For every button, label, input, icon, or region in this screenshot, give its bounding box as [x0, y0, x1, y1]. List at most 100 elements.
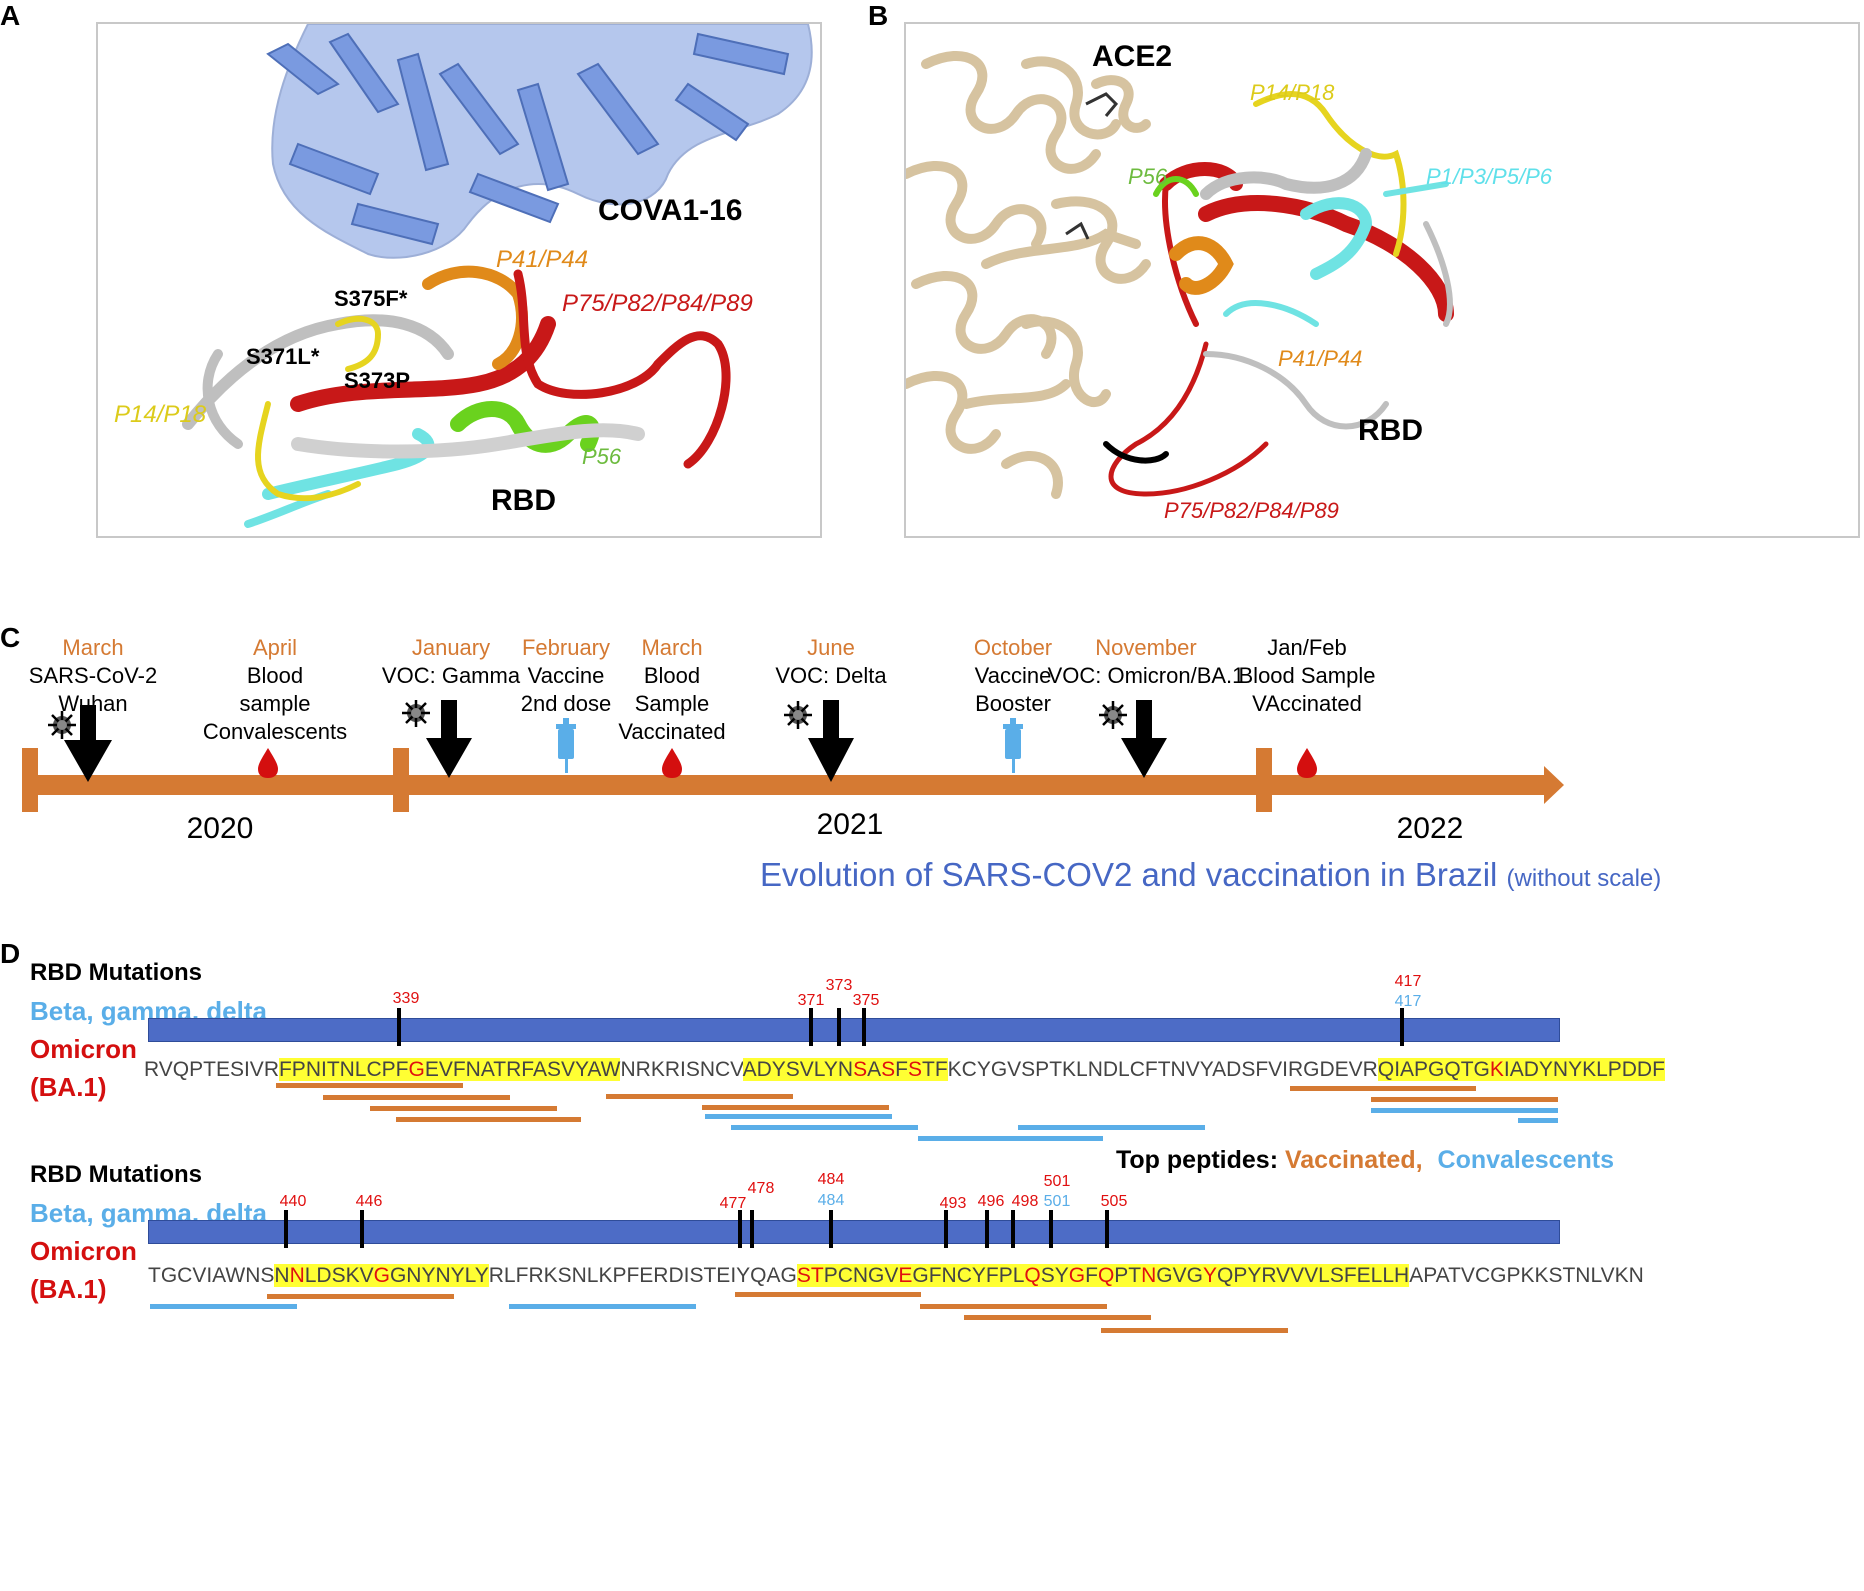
mutation-label-s371l: S371L* — [246, 344, 320, 369]
event-month: June — [807, 635, 855, 660]
caption-main: Evolution of SARS-COV2 and vaccination i… — [760, 856, 1498, 893]
top-peptides-label: Top peptides: — [1116, 1146, 1279, 1174]
mutation-position: 484 — [817, 1171, 845, 1188]
arrow-down-icon — [426, 700, 472, 778]
mutation-tick — [985, 1210, 989, 1248]
legend-ba1: (BA.1) — [30, 1274, 107, 1304]
highlighted-segment: SY — [1040, 1264, 1069, 1287]
highlighted-segment: PCNGV — [823, 1264, 899, 1287]
mutation-tick — [1400, 1008, 1404, 1046]
peptide-bar-vaccinated — [920, 1304, 1107, 1309]
peptide-bars-row1 — [276, 1083, 1558, 1141]
event-month: April — [252, 635, 297, 660]
legend-omicron: Omicron — [30, 1034, 137, 1064]
peptide-bar-vaccinated — [964, 1315, 1151, 1320]
sequence-segment: RLFRKSNLKPFERDISTEIYQAG — [488, 1264, 797, 1287]
peptide-label-p41-p44: P41/P44 — [1278, 346, 1363, 371]
highlighted-segment: IADYNYKLPDDF — [1503, 1058, 1665, 1081]
peptide-bar-convalescent — [1518, 1118, 1558, 1123]
event-november-2021: November VOC: Omicron/BA.1 — [1048, 634, 1245, 690]
mutation-position: 440 — [279, 1193, 307, 1210]
virus-icon — [784, 701, 812, 729]
mutated-residue: Q — [1097, 1264, 1115, 1287]
highlighted-segment: TF — [922, 1058, 948, 1081]
mutation-position-bgd: 417 — [1394, 993, 1422, 1010]
sequence-segment: APATVCGPKKSTNLVKN — [1409, 1264, 1644, 1287]
event-line: 2nd dose — [520, 691, 612, 716]
mutation-label-s375f: S375F* — [334, 286, 408, 311]
peptide-bars-row2 — [150, 1292, 1288, 1333]
legend-title: RBD Mutations — [30, 959, 202, 986]
mutation-tick — [284, 1210, 288, 1248]
mutation-position: 477 — [719, 1195, 747, 1212]
year-label: 2020 — [186, 812, 254, 845]
mutated-residue: E — [898, 1264, 913, 1287]
mutation-position: 339 — [392, 990, 420, 1007]
mutation-position: 417 — [1394, 973, 1422, 990]
top-peptides-legend: Top peptides: Vaccinated, Convalescents — [1116, 1146, 1614, 1175]
highlighted-segment: N — [274, 1264, 290, 1287]
mutation-tick — [738, 1210, 742, 1248]
event-line: Blood — [643, 663, 701, 688]
legend-title: RBD Mutations — [30, 1161, 202, 1188]
peptide-bar-vaccinated — [735, 1292, 921, 1297]
ace2-rbd-complex-illustration — [906, 50, 1454, 499]
event-april-2020: April Blood sample Convalescents — [203, 634, 347, 746]
peptide-label-p56: P56 — [1128, 164, 1168, 189]
rbd-label: RBD — [1358, 414, 1423, 447]
sequence-segment: TGCVIAWNS — [148, 1264, 275, 1287]
panel-c-letter: C — [0, 622, 21, 653]
highlighted-segment: F — [1085, 1264, 1098, 1287]
highlighted-segment: F — [895, 1058, 908, 1081]
highlighted-segment: QPYRVVVLSFELLH — [1217, 1264, 1410, 1287]
peptide-bar-vaccinated — [276, 1083, 463, 1088]
timeline-axis — [22, 700, 1564, 812]
timeline-caption: Evolution of SARS-COV2 and vaccination i… — [760, 856, 1661, 894]
mutation-tick — [837, 1008, 841, 1046]
mutation-tick — [829, 1210, 833, 1248]
virus-icon — [1099, 701, 1127, 729]
top-peptides-vaccinated: Vaccinated, — [1284, 1146, 1423, 1174]
mutation-bar-row1 — [148, 1018, 1560, 1042]
peptide-label-p75-p89: P75/P82/P84/P89 — [562, 290, 753, 317]
arrow-down-icon — [1121, 700, 1167, 778]
peptide-bar-convalescent — [1018, 1125, 1205, 1130]
peptide-bar-vaccinated — [323, 1095, 510, 1100]
peptide-bar-vaccinated — [370, 1106, 557, 1111]
blood-drop-icon — [662, 748, 682, 778]
panel-a-structure: COVA1-16 RBD P41/P44 P75/P82/P84/P89 P14… — [96, 22, 822, 538]
peptide-bar-convalescent — [1371, 1108, 1558, 1113]
sequence-segment: KCYGVSPTKLNDLCFTNVYADSFVIRGDEVR — [947, 1058, 1378, 1081]
peptide-label-p14-p18: P14/P18 — [1250, 80, 1335, 105]
highlighted-segment: A — [867, 1058, 882, 1081]
year-label: 2022 — [1396, 812, 1464, 845]
rbd-sequence-row1: RVQPTESIVRFPNITNLCPFGEVFNATRFASVYAWNRKRI… — [144, 1058, 1665, 1082]
caption-note: (without scale) — [1506, 865, 1662, 892]
event-month: March — [641, 635, 703, 660]
mutation-position: 478 — [747, 1180, 775, 1197]
highlighted-segment: GFNCYFPL — [912, 1264, 1025, 1287]
mutated-residue: K — [1489, 1058, 1504, 1081]
legend-omicron: Omicron — [30, 1236, 137, 1266]
event-line: Jan/Feb — [1267, 635, 1347, 660]
cova-rbd-complex-illustration — [182, 24, 813, 528]
mutation-position: 496 — [977, 1193, 1005, 1210]
virus-icon — [402, 700, 430, 727]
event-january-2021: January VOC: Gamma — [382, 634, 520, 690]
mutated-residue: S — [881, 1058, 896, 1081]
event-line: Vaccinated — [618, 719, 726, 744]
mutated-residue: S — [907, 1058, 922, 1081]
event-october-2021: October Vaccine Booster — [974, 634, 1052, 718]
highlighted-segment: QIAPGQTG — [1377, 1058, 1490, 1081]
peptide-label-p56: P56 — [582, 444, 622, 469]
event-jan-feb-2022: Jan/Feb Blood Sample VAccinated — [1239, 634, 1376, 718]
virus-icon — [48, 711, 76, 739]
timeline-arrowhead — [1544, 766, 1564, 804]
event-line: VAccinated — [1252, 691, 1362, 716]
mutation-position: 371 — [797, 992, 825, 1009]
mutated-residue: G — [373, 1264, 390, 1287]
highlighted-segment: PT — [1114, 1264, 1142, 1287]
event-march-2021: March Blood Sample Vaccinated — [618, 634, 725, 746]
highlighted-segment: FPNITNLCPF — [278, 1058, 409, 1081]
peptide-bar-convalescent — [731, 1125, 918, 1130]
